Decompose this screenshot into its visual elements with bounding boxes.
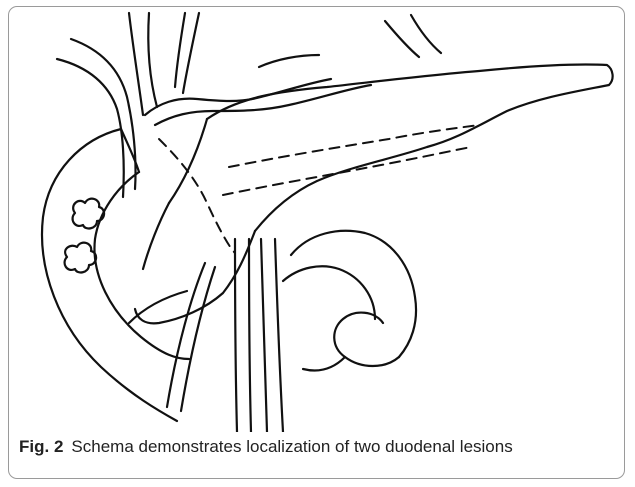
duodenum [42, 129, 189, 421]
superior-vessels [57, 13, 441, 197]
mesenteric-vessels [235, 239, 283, 432]
figure-label: Fig. 2 [19, 437, 63, 456]
duodenal-lesion-2 [65, 243, 97, 273]
figure-caption-text: Schema demonstrates localization of two … [71, 437, 512, 456]
anatomical-schema-drawing [9, 7, 625, 432]
figure-frame: Fig. 2 Schema demonstrates localization o… [8, 6, 625, 479]
jejunum [283, 231, 416, 371]
figure-caption: Fig. 2 Schema demonstrates localization o… [19, 437, 619, 457]
pancreas [135, 64, 613, 323]
